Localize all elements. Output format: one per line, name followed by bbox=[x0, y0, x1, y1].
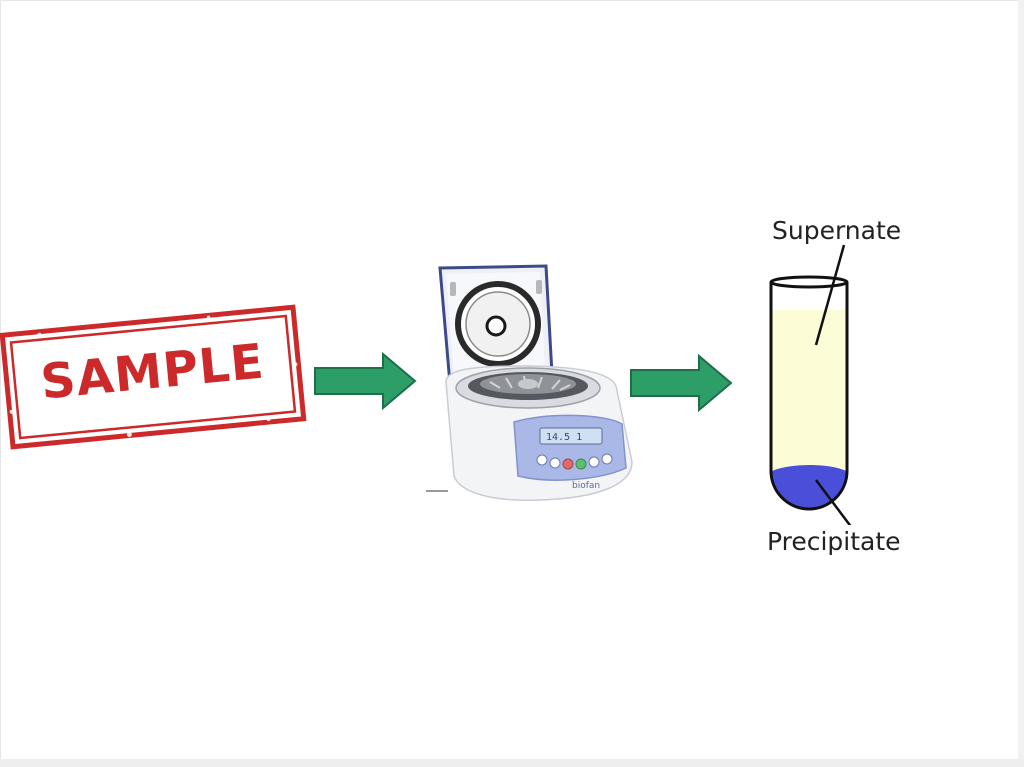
supernate-pointer bbox=[814, 244, 846, 346]
stamp-border bbox=[0, 304, 307, 450]
centrifuge-image: 14.5 1 biofan bbox=[426, 264, 633, 501]
centrifuge-display-text: 14.5 1 bbox=[546, 432, 582, 443]
slide-border-top bbox=[0, 0, 1024, 1]
right-arrow-icon bbox=[630, 354, 733, 412]
sample-stamp: SAMPLE bbox=[0, 304, 307, 450]
right-arrow-icon bbox=[314, 352, 417, 410]
centrifuge-brand: biofan bbox=[572, 481, 600, 491]
supernate-liquid bbox=[772, 310, 846, 508]
precipitate-label: Precipitate bbox=[767, 527, 901, 556]
slide-border-bottom bbox=[0, 759, 1024, 767]
slide-border-left bbox=[0, 0, 1, 767]
supernate-label: Supernate bbox=[772, 216, 902, 245]
slide-border-right bbox=[1018, 0, 1024, 767]
test-tube-diagram bbox=[769, 244, 852, 525]
precipitate-pointer bbox=[815, 479, 852, 525]
precipitate-layer bbox=[772, 465, 846, 508]
